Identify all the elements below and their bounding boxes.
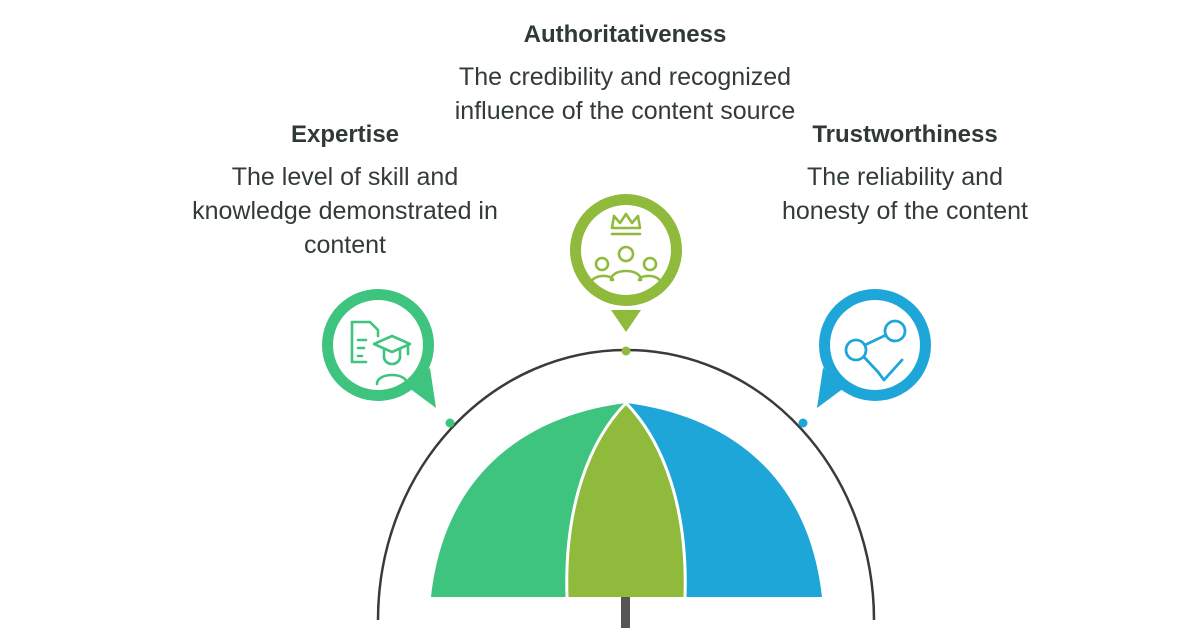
pillar-trustworthiness: Trustworthiness The reliability and hone… xyxy=(780,120,1030,228)
graduate-document-icon xyxy=(350,320,412,386)
arc-marker-trustworthiness xyxy=(798,418,808,428)
share-check-icon xyxy=(844,319,907,382)
pin-expertise xyxy=(322,289,436,408)
crown-group-icon xyxy=(589,212,663,286)
umbrella-panel-authoritativeness xyxy=(566,403,686,597)
pin-authoritativeness xyxy=(570,194,682,332)
arc-marker-expertise xyxy=(445,418,455,428)
pin-trustworthiness xyxy=(817,289,931,408)
umbrella-panel-expertise xyxy=(431,403,626,597)
pillar-title: Authoritativeness xyxy=(523,21,727,48)
pillar-expertise: Expertise The level of skill and knowled… xyxy=(170,120,520,262)
umbrella-panel-trustworthiness xyxy=(626,403,822,597)
pillar-title: Expertise xyxy=(290,121,400,148)
pillar-description: The level of skill and knowledge demonst… xyxy=(192,163,498,259)
pillar-authoritativeness: Authoritativeness The credibility and re… xyxy=(440,20,810,128)
umbrella-handle xyxy=(621,590,630,628)
umbrella-seam-right xyxy=(624,401,687,598)
pillar-description: The reliability and honesty of the conte… xyxy=(781,163,1028,225)
umbrella-seam-left xyxy=(565,401,628,598)
pillar-description: The credibility and recognized influence… xyxy=(454,63,796,125)
arc-marker-authoritativeness xyxy=(621,346,631,356)
pillar-title: Trustworthiness xyxy=(812,121,998,148)
